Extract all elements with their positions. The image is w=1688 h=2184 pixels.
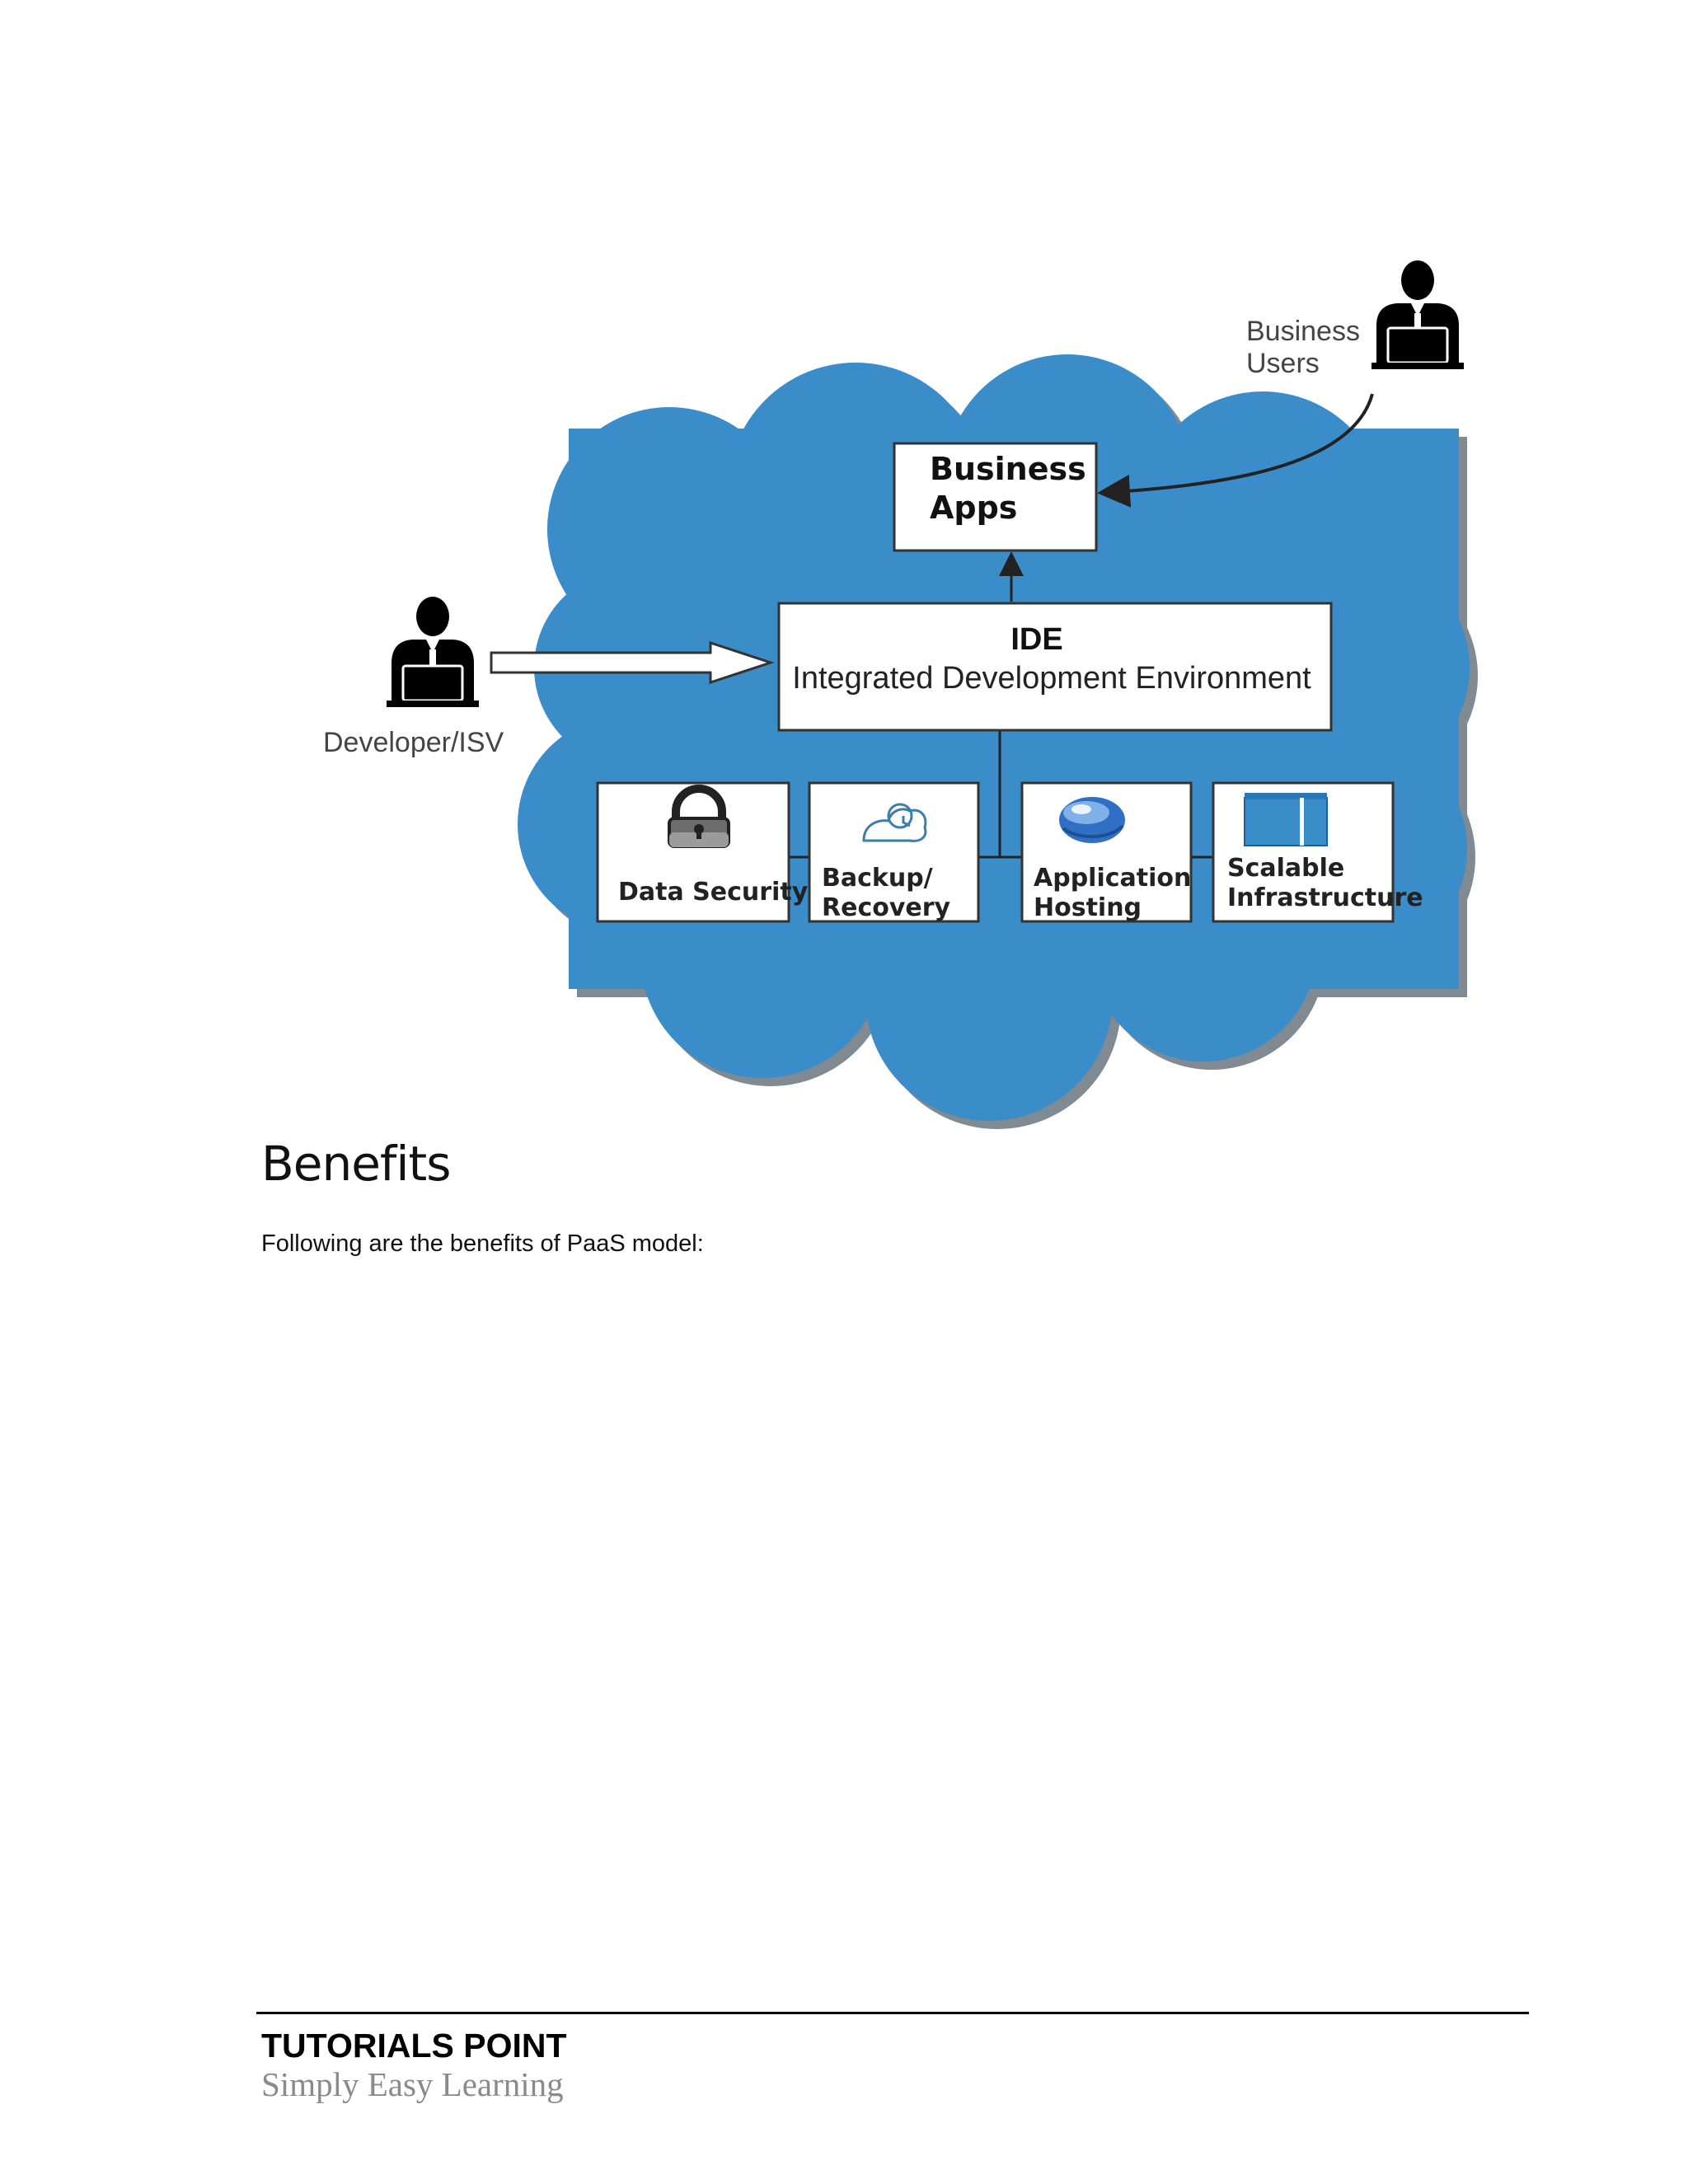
label-line: Infrastructure	[1227, 883, 1423, 912]
data-security-label: Data Security	[618, 878, 809, 907]
section-intro: Following are the benefits of PaaS model…	[261, 1230, 704, 1257]
developer-label: Developer/ISV	[323, 727, 504, 758]
label-line: Recovery	[822, 893, 951, 922]
label-line: Hosting	[1034, 893, 1142, 922]
label-line: Business	[1246, 316, 1360, 347]
section-heading: Benefits	[261, 1136, 451, 1192]
developer-icon	[387, 597, 479, 707]
padlock-icon	[668, 785, 730, 848]
label-line: Users	[1246, 348, 1320, 379]
ide-title: IDE	[1010, 622, 1062, 657]
box-icon	[1244, 793, 1328, 846]
label-line: Business	[930, 451, 1086, 487]
ide-subtitle: Integrated Development Environment	[792, 661, 1311, 696]
label-line: Backup/	[822, 864, 933, 893]
users-to-apps-arrow	[1097, 393, 1374, 508]
business-user-icon	[1372, 260, 1464, 369]
backup-recovery-label: Backup/Recovery	[822, 864, 951, 922]
label-line: Scalable	[1227, 854, 1344, 883]
globe-icon	[1059, 797, 1125, 843]
developer-to-ide-arrow	[490, 640, 775, 685]
data-security-box	[596, 781, 790, 923]
footer-divider	[256, 2012, 1529, 2014]
ide-box	[777, 602, 1333, 732]
label-line: Data Security	[618, 878, 809, 907]
backup-icon	[862, 803, 927, 842]
label-line: Application	[1034, 864, 1191, 893]
footer-tagline: Simply Easy Learning	[261, 2065, 564, 2103]
footer-brand: TUTORIALS POINT	[261, 2027, 567, 2064]
label-line: Apps	[930, 490, 1017, 526]
business-apps-box	[893, 442, 1098, 552]
